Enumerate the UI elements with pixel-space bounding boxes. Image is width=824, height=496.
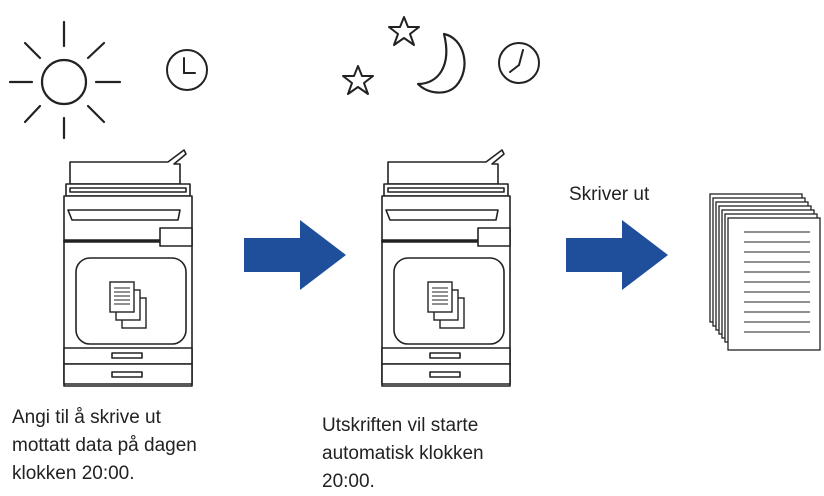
caption-line: klokken 20:00. [12,463,135,484]
left-caption: Angi til å skrive ut mottatt data på dag… [12,404,197,488]
print-label: Skriver ut [569,184,650,205]
printer-icon [63,149,193,387]
paper-stack-icon [709,193,821,351]
printer-icon [381,149,511,387]
caption-line: 20:00. [322,471,375,492]
caption-line: automatisk klokken [322,443,484,464]
sun-icon [8,20,122,140]
moon-icon [416,32,466,94]
clock-icon [166,49,208,91]
caption-line: Utskriften vil starte [322,415,479,436]
arrow-right-icon [244,220,346,290]
middle-caption: Utskriften vil starte automatisk klokken… [322,412,484,496]
star-icon [388,16,420,46]
arrow-right-icon [566,220,668,290]
caption-line: Angi til å skrive ut [12,407,161,428]
clock-icon [498,42,540,84]
caption-line: mottatt data på dagen [12,435,197,456]
star-icon [342,65,374,95]
